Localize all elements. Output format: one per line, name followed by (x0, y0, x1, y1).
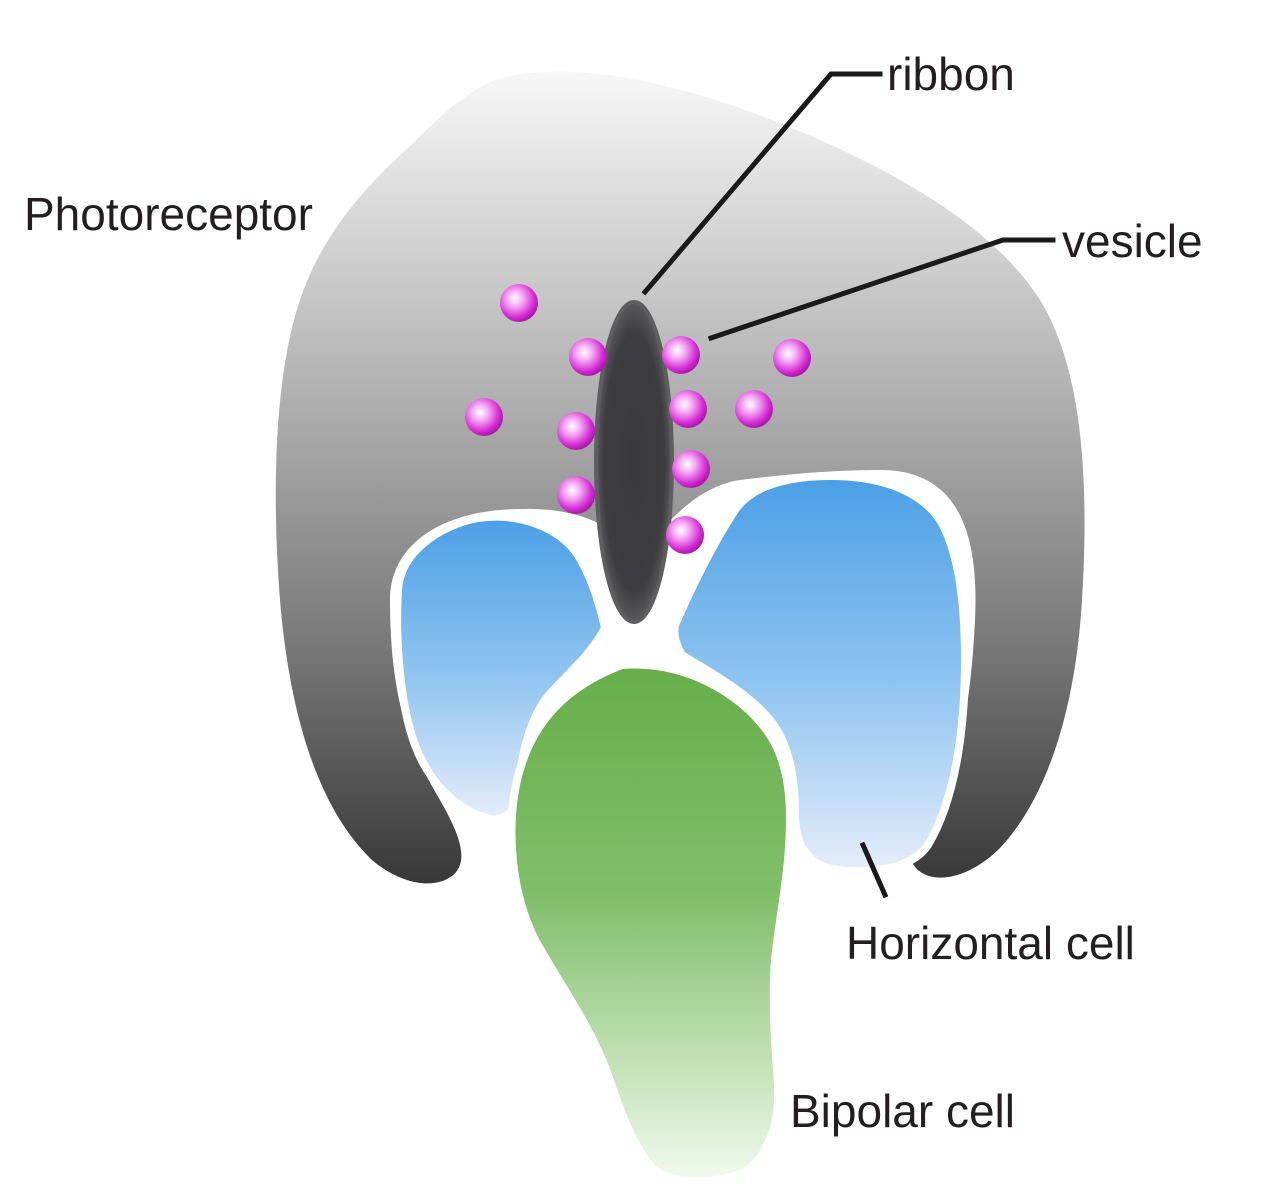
horizontal-cell-label: Horizontal cell (846, 917, 1135, 969)
horizontal-cell-leader-line (859, 841, 889, 899)
ribbon-label: ribbon (887, 48, 1015, 100)
horizontal-cell-left (393, 512, 609, 823)
horizontal-cell-right (670, 472, 969, 876)
vesicle-label: vesicle (1062, 215, 1203, 267)
bipolar-cell (507, 660, 794, 1186)
vesicle (500, 284, 538, 322)
photoreceptor-label: Photoreceptor (24, 188, 313, 240)
vesicle-group (465, 284, 811, 554)
vesicle (465, 398, 503, 436)
vesicle (735, 390, 773, 428)
vesicle (672, 450, 710, 488)
vesicle (666, 516, 704, 554)
vesicle (773, 339, 811, 377)
bipolar-cell-label: Bipolar cell (790, 1085, 1015, 1137)
vesicle (557, 476, 595, 514)
vesicle (662, 336, 700, 374)
synaptic-ribbon (594, 300, 674, 624)
vesicle (669, 390, 707, 428)
ribbon-leader-line (641, 71, 883, 296)
vesicle (557, 412, 595, 450)
vesicle (569, 338, 607, 376)
vesicle-leader-line (707, 237, 1056, 342)
